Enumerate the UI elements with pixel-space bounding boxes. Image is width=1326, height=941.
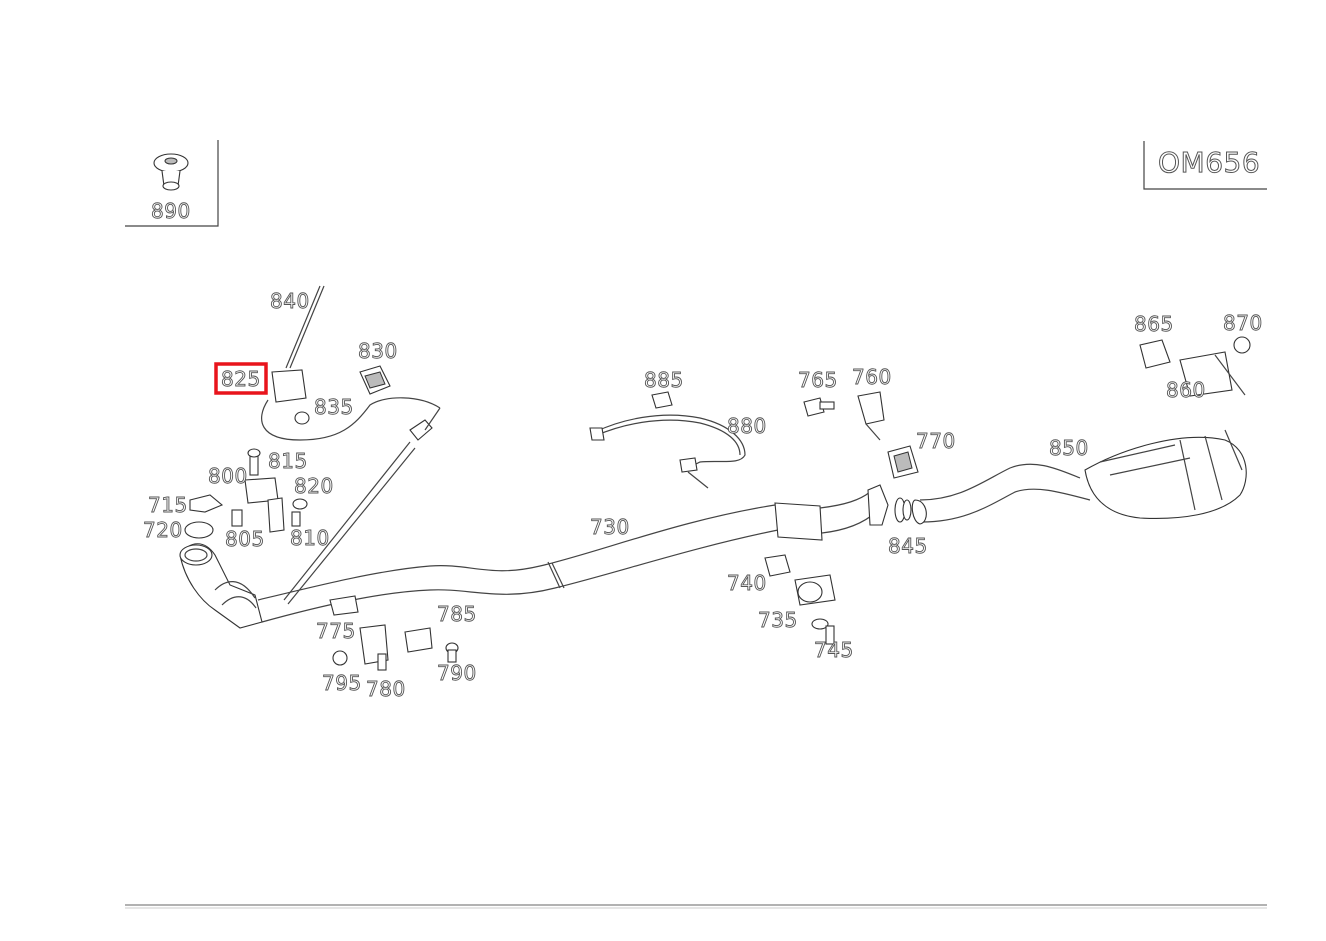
part-label-785[interactable]: 785	[437, 602, 477, 627]
engine-model-box: OM656	[1143, 141, 1267, 190]
gasket-720	[184, 521, 214, 539]
gasket-715	[189, 494, 224, 513]
bolt-745-icon[interactable]	[811, 618, 835, 645]
part-label-865[interactable]: 865	[1134, 312, 1174, 337]
part-label-820[interactable]: 820	[294, 474, 334, 499]
part-label-815[interactable]: 815	[268, 449, 308, 474]
part-label-835[interactable]: 835	[314, 395, 354, 420]
sensor-cable-880	[589, 391, 746, 489]
part-label-730[interactable]: 730	[590, 515, 630, 540]
part-label-735[interactable]: 735	[758, 608, 798, 633]
clip-885	[651, 391, 673, 409]
part-label-880[interactable]: 880	[727, 414, 767, 439]
bracket-780-775-icon[interactable]	[329, 595, 389, 671]
engine-model-text: OM656	[1158, 146, 1260, 179]
parts-860-865-870-icon[interactable]	[1139, 336, 1251, 397]
part-label-760[interactable]: 760	[852, 365, 892, 390]
bolts-805-810-icon[interactable]	[231, 498, 308, 527]
bolt-765-icon[interactable]	[803, 397, 835, 417]
rear-muffler	[1084, 429, 1247, 519]
connector-830-icon[interactable]	[359, 365, 391, 395]
part-label-860[interactable]: 860	[1166, 378, 1206, 403]
flange-845	[867, 484, 889, 526]
clip-890-icon[interactable]	[153, 153, 189, 191]
sensor-cable-825	[261, 285, 441, 605]
part-label-720[interactable]: 720	[143, 518, 183, 543]
part-label-740[interactable]: 740	[727, 571, 767, 596]
part-label-840[interactable]: 840	[270, 289, 310, 314]
part-label-870[interactable]: 870	[1223, 311, 1263, 336]
bracket-800-icon[interactable]	[244, 448, 285, 533]
catalytic-converter	[179, 494, 263, 629]
part-label-775[interactable]: 775	[316, 619, 356, 644]
part-label-825[interactable]: 825	[221, 367, 261, 392]
part-label-810[interactable]: 810	[290, 526, 330, 551]
highlight-box	[214, 362, 268, 395]
part-label-765[interactable]: 765	[798, 368, 838, 393]
part-label-805[interactable]: 805	[225, 527, 265, 552]
part-labels: 840 825 830 835 815 800 820 715 720 805 …	[143, 289, 1263, 702]
part-label-850[interactable]: 850	[1049, 436, 1089, 461]
part-label-790[interactable]: 790	[437, 661, 477, 686]
inset-box-890: 890	[125, 140, 219, 227]
hanger-770-icon[interactable]	[887, 445, 919, 479]
part-label-715[interactable]: 715	[148, 493, 188, 518]
pipe-clamp-sleeve	[774, 502, 823, 541]
part-label-795[interactable]: 795	[322, 671, 362, 696]
part-label-830[interactable]: 830	[358, 339, 398, 364]
exhaust-pipe-assembly	[257, 463, 1091, 623]
part-label-800[interactable]: 800	[208, 464, 248, 489]
part-label-845[interactable]: 845	[888, 534, 928, 559]
part-label-745[interactable]: 745	[814, 638, 854, 663]
part-label-885[interactable]: 885	[644, 368, 684, 393]
hanger-760-icon[interactable]	[857, 391, 885, 441]
part-label-890[interactable]: 890	[151, 199, 191, 224]
part-label-770[interactable]: 770	[916, 429, 956, 454]
hanger-785-790-icon[interactable]	[404, 627, 459, 663]
clamp-740-735-icon[interactable]	[764, 554, 836, 606]
part-label-780[interactable]: 780	[366, 677, 406, 702]
